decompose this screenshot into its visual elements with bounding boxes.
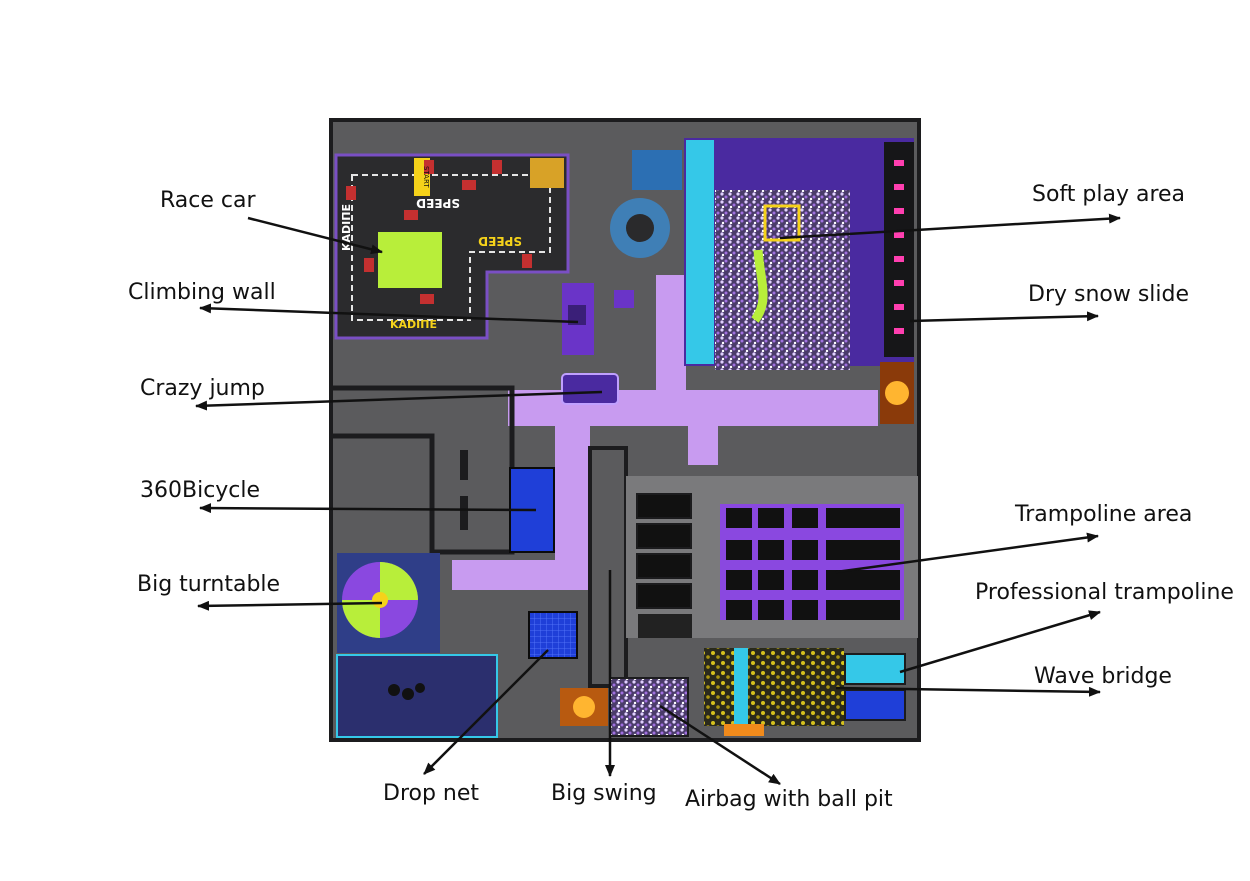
arrow-airbag-ball-pit [659,704,781,786]
walkway [452,275,878,590]
arrow-trampoline-area [835,532,1099,574]
label-wave-bridge: Wave bridge [1034,664,1172,689]
arrow-race-car [247,216,383,255]
bicycle-360-zone [330,385,555,555]
crazy-jump-zone [561,373,619,405]
track-brand-text-2: KADIΠE [390,318,437,331]
track-brand-text-1: KADIΠE [340,204,353,251]
arrow-big-turntable [197,600,383,611]
wave-bridge-zone [704,648,844,736]
label-big-swing: Big swing [551,781,657,806]
arrow-professional-trampoline [899,610,1101,674]
label-drop-net: Drop net [383,781,480,806]
label-race-car: Race car [160,188,256,213]
leader-arrows [195,213,1121,786]
label-soft-play-area: Soft play area [1032,182,1186,207]
race-car-center-green [378,232,442,288]
label-climbing-wall: Climbing wall [128,280,276,305]
arrow-soft-play-area [779,213,1121,240]
label-dry-snow-slide: Dry snow slide [1028,282,1190,307]
arrow-dry-snow-slide [909,311,1099,323]
label-trampoline-area: Trampoline area [1015,502,1193,527]
race-car-track: SPEED SPEED START KADIΠE KADIΠE [334,153,570,340]
track-start-text: START [422,166,430,188]
soft-play-zone [610,138,914,370]
dry-snow-slide-zone [880,142,914,424]
professional-trampoline-zone [844,653,906,721]
trampoline-area-zone [626,476,918,638]
drop-net-zone [528,611,578,659]
arrow-crazy-jump [195,390,603,411]
label-big-turntable: Big turntable [137,572,281,597]
airbag-ball-pit-zone [609,677,689,737]
label-professional-trampoline: Professional trampoline [975,580,1234,605]
arrow-drop-net [423,649,549,775]
arrow-climbing-wall [199,303,579,324]
arrow-wave-bridge [835,686,1101,697]
track-speed-text-1: SPEED [416,196,460,210]
label-crazy-jump: Crazy jump [140,376,265,401]
maze-zone [336,654,498,738]
label-360-bicycle: 360Bicycle [140,478,261,503]
race-car-flag [530,158,564,188]
track-speed-text-2: SPEED [478,234,522,248]
arrow-360-bicycle [199,503,537,514]
climbing-wall-zone [562,283,634,355]
label-airbag-ball-pit: Airbag with ball pit [685,787,893,812]
